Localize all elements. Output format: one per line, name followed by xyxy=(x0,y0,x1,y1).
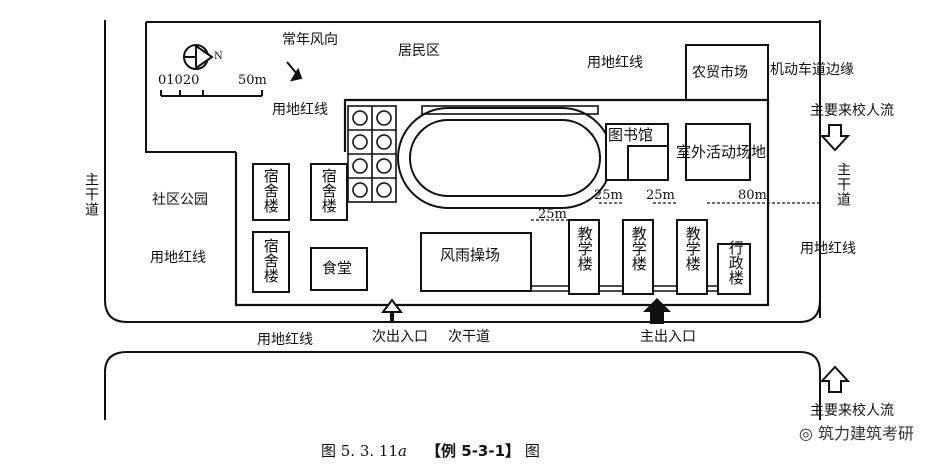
dim-80: 80m xyxy=(738,188,767,203)
redline-right-label: 用地红线 xyxy=(800,241,856,257)
caption-fig-suffix: a xyxy=(398,442,407,460)
caption-example: 【例 5-3-1】 xyxy=(426,442,521,460)
dim-25-c: 25m xyxy=(646,188,675,203)
admin-label: 行政楼 xyxy=(726,240,745,285)
figure-caption: 图 5. 3. 11a 【例 5-3-1】 图 xyxy=(321,440,540,461)
road-curb-upper xyxy=(104,20,821,323)
dorm-1-label: 宿舍楼 xyxy=(261,168,280,213)
motor-edge-label: 机动车道边缘 xyxy=(770,62,854,78)
residential-boundary xyxy=(145,22,236,153)
wind-arrow xyxy=(286,61,303,82)
dorm-3 xyxy=(252,231,290,293)
gym-label: 风雨操场 xyxy=(440,246,501,264)
main-flow-bottom-label: 主要来校人流 xyxy=(810,403,894,419)
teach-2-label: 教学楼 xyxy=(629,226,648,271)
redline-top-label: 用地红线 xyxy=(587,55,643,71)
watermark-text: 筑力建筑考研 xyxy=(817,424,914,443)
main-entrance-arrow xyxy=(643,298,671,324)
running-track xyxy=(397,105,613,209)
outdoor-field xyxy=(685,123,751,181)
teach-1-label: 教学楼 xyxy=(575,226,594,271)
teach-3-label: 教学楼 xyxy=(683,226,702,271)
scale-ticks: 01020 xyxy=(158,73,200,88)
dim-25-a: 25m xyxy=(538,207,567,222)
dorm-3-label: 宿舍楼 xyxy=(261,238,280,283)
residential-label: 居民区 xyxy=(398,43,440,59)
watermark: ◎ 筑力建筑考研 xyxy=(799,420,914,444)
teach-3 xyxy=(676,219,708,295)
wechat-icon: ◎ xyxy=(798,424,813,443)
canteen xyxy=(310,247,368,291)
scale-bar xyxy=(160,90,263,97)
road-curb-lower xyxy=(104,351,821,420)
teach-2 xyxy=(622,219,654,295)
caption-fig: 图 5. 3. 11 xyxy=(321,442,399,460)
dorm-1 xyxy=(252,163,290,221)
main-road-left-label: 主干道 xyxy=(83,172,99,217)
secondary-road-label: 次干道 xyxy=(448,329,490,345)
basketball-courts xyxy=(347,105,397,203)
redline-bottom-label: 用地红线 xyxy=(257,332,313,348)
gym xyxy=(420,232,532,292)
library-inner xyxy=(627,145,669,181)
compass xyxy=(183,44,214,70)
park-label: 社区公园 xyxy=(152,192,208,208)
secondary-entrance-arrow xyxy=(381,298,403,321)
flow-arrow-bottom xyxy=(819,365,851,393)
scale-end: 50m xyxy=(238,73,267,88)
redline-left-label: 用地红线 xyxy=(150,250,206,266)
dorm-2-label: 宿舍楼 xyxy=(319,168,338,213)
market-label: 农贸市场 xyxy=(692,65,748,81)
flow-arrow-top xyxy=(819,124,851,152)
canteen-label: 食堂 xyxy=(322,259,353,277)
redline-left-top-label: 用地红线 xyxy=(272,102,328,118)
main-road-right-label: 主干道 xyxy=(835,162,851,207)
dim-25-b: 25m xyxy=(594,188,623,203)
teach-1 xyxy=(568,219,600,295)
main-entrance-label: 主出入口 xyxy=(640,329,696,345)
outdoor-label: 室外活动场地 xyxy=(676,143,767,161)
caption-tail: 图 xyxy=(524,442,540,460)
north-label: N xyxy=(214,51,223,62)
dorm-2 xyxy=(310,163,348,221)
admin xyxy=(717,243,751,295)
secondary-entrance-label: 次出入口 xyxy=(372,329,428,345)
library-label: 图书馆 xyxy=(608,126,654,144)
site-redline xyxy=(234,98,770,307)
wind-label: 常年风向 xyxy=(282,32,338,48)
main-flow-top-label: 主要来校人流 xyxy=(810,103,894,119)
